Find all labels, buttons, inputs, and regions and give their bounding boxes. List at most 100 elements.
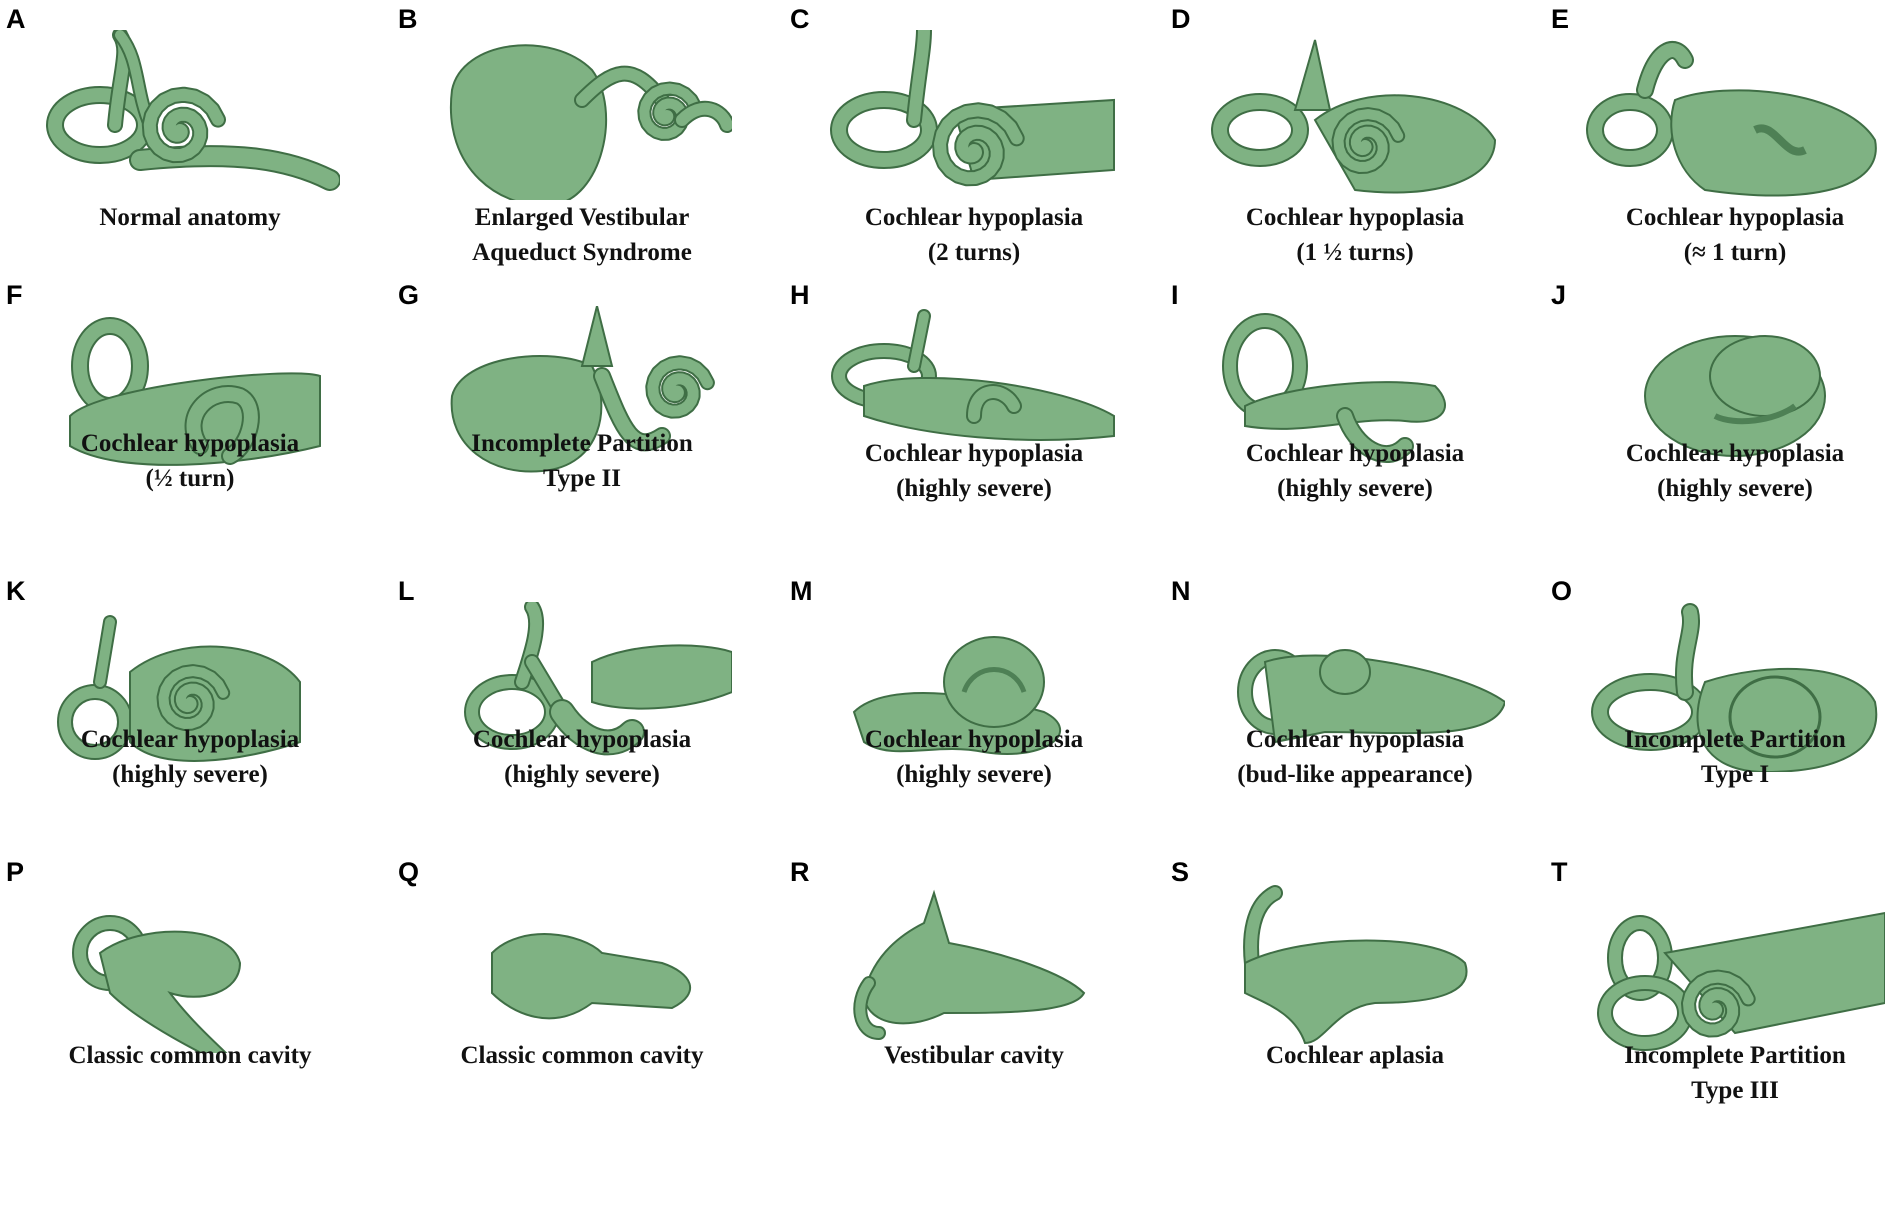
semicircular-canal [1222, 313, 1308, 419]
caption-line-2: Type I [1700, 761, 1770, 788]
nerve [591, 644, 732, 710]
inner-ear-model [1211, 39, 1497, 194]
inner-ear-model [46, 30, 340, 191]
cochlea-bud [1319, 649, 1371, 695]
common-cavity [491, 933, 692, 1020]
panel-caption: Normal anatomy [0, 200, 380, 235]
canal [906, 30, 932, 128]
panel-n: N Cochlear hypoplasia (bud-like appearance… [1165, 572, 1545, 872]
caption-line-1: Cochlear hypoplasia [864, 440, 1084, 467]
caption-line-1: Cochlear hypoplasia [1625, 204, 1845, 231]
panel-q: Q Classic common cavity [392, 853, 772, 1153]
caption-line-1: Normal anatomy [99, 204, 281, 231]
caption-line-1: Classic common cavity [68, 1042, 312, 1069]
panel-letter: S [1171, 857, 1190, 887]
panel-caption: Cochlear hypoplasia(highly severe) [784, 722, 1164, 792]
caption-line-2: (bud-like appearance) [1237, 761, 1473, 788]
panel-s: S Cochlear aplasia [1165, 853, 1545, 1153]
inner-ear-model [1586, 41, 1877, 197]
cochlea-spiral [156, 664, 231, 731]
panel-letter: D [1171, 4, 1191, 34]
canal [93, 615, 117, 689]
semicircular-canal [46, 86, 154, 164]
inner-ear-model [852, 636, 1061, 755]
panel-caption: Classic common cavity [392, 1038, 772, 1073]
semicircular-canal [1586, 93, 1674, 167]
panel-f: F Cochlear hypoplasia (½ turn) [0, 276, 380, 576]
canal [593, 367, 671, 452]
enlarged-aqueduct [449, 44, 607, 200]
panel-a: A Normal anatomy [0, 0, 380, 300]
semicircular-canal [57, 684, 133, 760]
nerve [674, 100, 732, 133]
caption-line-1: Cochlear hypoplasia [472, 726, 692, 753]
canal [1636, 41, 1694, 99]
caption-line-1: Enlarged Vestibular [474, 204, 690, 231]
panel-letter: F [6, 280, 23, 310]
canal [514, 602, 545, 690]
panel-caption: Vestibular cavity [784, 1038, 1164, 1073]
inner-ear-model [69, 317, 321, 466]
inner-ear-model [1243, 885, 1468, 1045]
panel-letter: N [1171, 576, 1191, 606]
inner-ear-model [1591, 603, 1878, 772]
panel-p: P Classic common cavity [0, 853, 380, 1153]
panel-caption: Cochlear hypoplasia(highly severe) [0, 722, 380, 792]
panel-caption: Cochlear hypoplasia (highly severe) [784, 436, 1164, 506]
cochlea [943, 636, 1045, 728]
inner-ear-model [450, 306, 715, 473]
panel-caption: Cochlear hypoplasia(highly severe) [392, 722, 772, 792]
cochlea-spiral [932, 102, 1025, 187]
cochlea [1336, 407, 1414, 463]
panel-caption: Cochlear aplasia [1165, 1038, 1545, 1073]
inner-ear-model [830, 30, 1115, 187]
caption-line-2: Type II [542, 465, 622, 492]
caption-line-1: Cochlear hypoplasia [1245, 440, 1465, 467]
caption-line-1: Classic common cavity [460, 1042, 704, 1069]
canal [853, 976, 886, 1040]
caption-line-2: (highly severe) [896, 475, 1052, 502]
inner-ear-model [491, 933, 692, 1020]
vestibule [862, 889, 1086, 1025]
panel-letter: O [1551, 576, 1573, 606]
panel-caption: Cochlear hypoplasia (bud-like appearance) [1165, 722, 1545, 792]
caption-line-1: Cochlear hypoplasia [1245, 726, 1465, 753]
panel-letter: A [6, 4, 26, 34]
vestibule [1244, 939, 1468, 1045]
inner-ear-model [1644, 335, 1826, 457]
caption-line-2: (highly severe) [896, 761, 1052, 788]
caption-line-1: Cochlear hypoplasia [864, 204, 1084, 231]
caption-line-2: (2 turns) [927, 239, 1021, 266]
canal [1675, 603, 1700, 701]
caption-line-1: Cochlear hypoplasia [80, 726, 300, 753]
panel-letter: C [790, 4, 810, 34]
canal [907, 309, 931, 373]
caption-line-2: (highly severe) [1277, 475, 1433, 502]
vestibule [1244, 381, 1446, 430]
caption-line-1: Cochlear hypoplasia [80, 430, 300, 457]
panel-caption: Cochlear hypoplasia (2 turns) [784, 200, 1164, 270]
vestibule [863, 376, 1115, 441]
panel-letter: G [398, 280, 420, 310]
caption-line-2: Type III [1691, 1077, 1779, 1104]
panel-letter: P [6, 857, 25, 887]
panel-letter: Q [398, 857, 420, 887]
cochlea-spiral [1681, 969, 1756, 1038]
enlarged-aqueduct [450, 355, 603, 473]
caption-line-2: (½ turn) [145, 465, 235, 492]
panel-caption: Classic common cavity [0, 1038, 380, 1073]
